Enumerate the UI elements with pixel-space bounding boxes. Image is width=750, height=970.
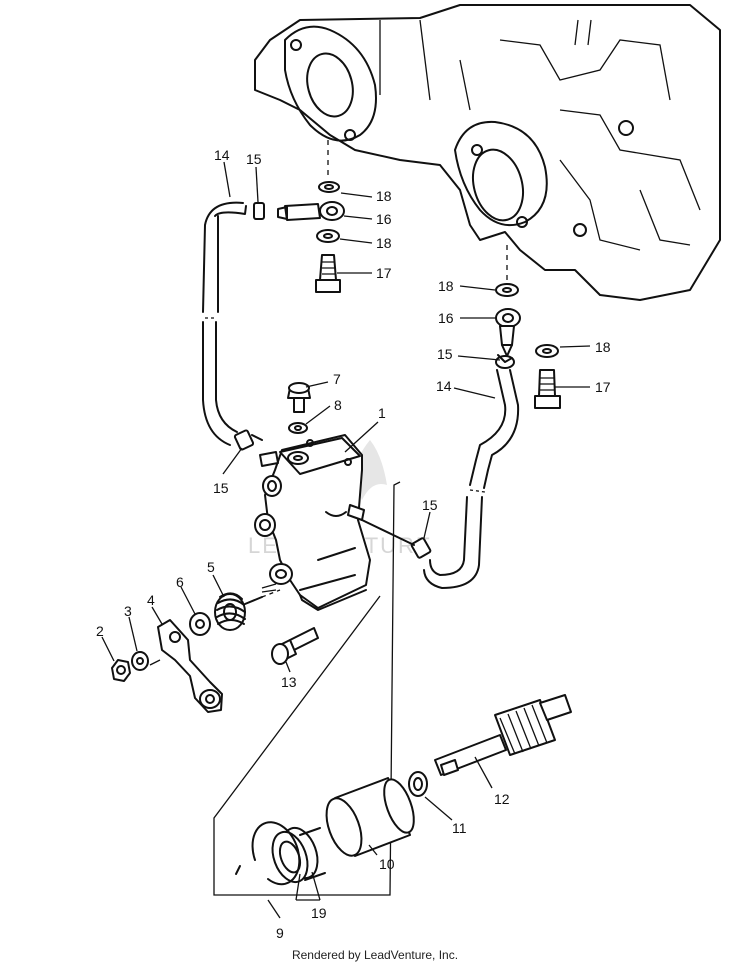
callout-16-right: 16 [438,310,454,326]
callout-15-upper-right: 15 [437,346,453,362]
circlip-9 [235,821,301,886]
callout-5: 5 [207,559,215,575]
washer-18-lower-right [535,344,559,358]
banjo-fitting-16-right [495,308,521,357]
callout-14-right: 14 [436,378,452,394]
callout-4: 4 [147,592,155,608]
callout-12: 12 [494,791,510,807]
washer-18-upper-left [318,181,340,193]
oil-pump-1 [254,434,371,611]
sleeve-10 [325,777,415,857]
oil-hose-14-right [423,369,520,589]
washer-11 [408,771,428,797]
washer-6 [189,612,211,636]
callout-1: 1 [378,405,386,421]
callout-17-left: 17 [376,265,392,281]
callout-17-right: 17 [595,379,611,395]
callout-6: 6 [176,574,184,590]
spring-5 [214,592,263,631]
callout-8: 8 [334,397,342,413]
callout-14-left: 14 [214,147,230,163]
callout-18-upper-left: 18 [376,188,392,204]
callout-15-upper-left: 15 [246,151,262,167]
lock-washer-3 [131,651,149,671]
banjo-bolt-17-left [315,254,341,293]
oil-hose-14-left [202,201,247,446]
callout-15-lower-right: 15 [422,497,438,513]
callout-10: 10 [379,856,395,872]
washer-18-upper-right [495,283,519,297]
callout-18-lower-left: 18 [376,235,392,251]
callout-19: 19 [311,905,327,921]
callout-2: 2 [96,623,104,639]
engine-crankcase [254,4,721,301]
callout-3: 3 [124,603,132,619]
callout-labels: 1 2 3 4 5 6 7 8 9 10 11 12 13 14 14 15 1… [96,147,611,941]
clamp-15-lower-left [233,429,263,451]
callout-16-left: 16 [376,211,392,227]
banjo-bolt-17-right [534,369,561,409]
leader-line [149,659,161,666]
clamp-15-upper-left [253,202,265,220]
nut-2 [111,659,131,682]
bolt-13 [271,627,319,665]
drive-gear-12 [434,694,572,776]
banjo-fitting-16-left [277,201,345,221]
washer-8 [288,422,308,434]
callout-18-upper-right: 18 [438,278,454,294]
callout-11: 11 [452,820,467,836]
callout-13: 13 [281,674,297,690]
pump-bolt-7 [287,382,311,413]
lever-4 [157,619,223,713]
callout-18-lower-right: 18 [595,339,611,355]
callout-7: 7 [333,371,341,387]
credit-footer: Rendered by LeadVenture, Inc. [291,948,459,962]
callout-15-lower-left: 15 [213,480,229,496]
washer-18-mid-left [316,229,340,243]
leader-lines [101,161,591,919]
clamp-15-upper-right [495,354,515,369]
leader-line [213,481,401,896]
clamp-15-lower-right [361,519,432,559]
leader-line [261,589,281,598]
callout-9: 9 [276,925,284,941]
